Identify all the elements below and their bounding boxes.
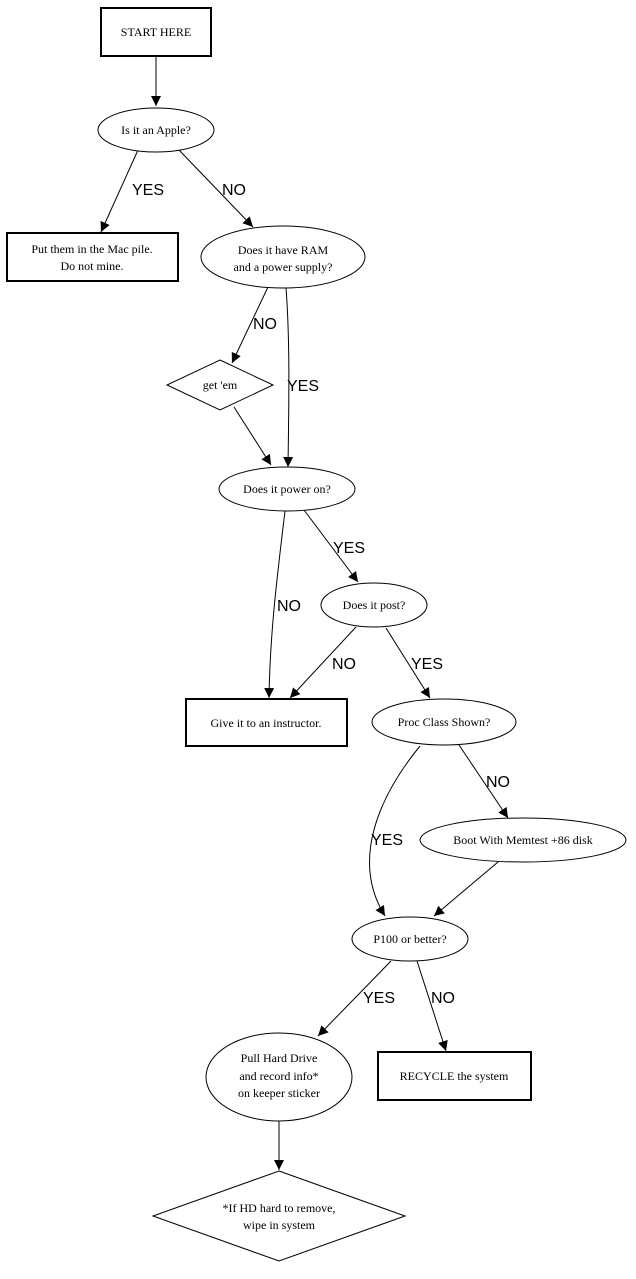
edges	[100, 57, 509, 1170]
edge-label-p100-yes: YES	[363, 990, 395, 1007]
edge-proc-to-memtest	[458, 744, 509, 819]
pull-hd-label-line-1: Pull Hard Drive	[241, 1051, 318, 1065]
post-label: Does it post?	[343, 598, 406, 612]
edge-post-to-proc	[385, 627, 431, 699]
ram-psu-label-line-1: Does it have RAM	[238, 243, 329, 257]
pull-hd-label-line-3: on keeper sticker	[238, 1086, 320, 1100]
nodes	[6, 7, 627, 1262]
node-is-apple-ellipse	[97, 107, 215, 153]
wipe-label-line-1: *If HD hard to remove,	[223, 1201, 336, 1215]
pull-hd-label-line-2: and record info*	[239, 1069, 318, 1083]
edge-label-post-no: NO	[332, 656, 356, 673]
edge-memtest-to-p100	[433, 861, 499, 917]
node-memtest-ellipse	[419, 817, 627, 863]
node-instructor-box	[185, 698, 348, 747]
node-pull-hd-ellipse	[205, 1032, 353, 1122]
edge-apple-to-mac-pile	[100, 149, 139, 233]
edge-p100-to-pullhd	[317, 960, 392, 1037]
edge-power-to-instructor	[264, 510, 286, 699]
memtest-label: Boot With Memtest +86 disk	[453, 833, 592, 847]
p100-label: P100 or better?	[373, 932, 446, 946]
edge-proc-to-p100	[369, 745, 421, 917]
edge-ram-to-getem	[231, 286, 269, 364]
edge-label-ram-no: NO	[253, 316, 277, 333]
node-post-ellipse	[320, 582, 428, 628]
edge-post-to-instructor	[289, 626, 357, 699]
ram-psu-label-line-2: and a power supply?	[234, 260, 333, 274]
node-mac-pile-box	[6, 232, 179, 282]
edge-apple-to-ram	[178, 149, 254, 228]
edge-p100-to-recycle	[416, 960, 448, 1052]
edge-label-proc-yes: YES	[371, 832, 403, 849]
edge-label-apple-no: NO	[222, 182, 246, 199]
recycle-label: RECYCLE the system	[400, 1069, 509, 1083]
node-power-on-ellipse	[218, 466, 356, 512]
edge-label-ram-yes: YES	[287, 378, 319, 395]
node-p100-ellipse	[351, 916, 469, 962]
edge-labels: YES NO NO YES YES NO NO YES NO YES YES N…	[132, 182, 510, 1007]
node-ram-psu-ellipse	[200, 225, 366, 289]
get-em-label: get 'em	[203, 378, 238, 392]
is-apple-label: Is it an Apple?	[121, 123, 191, 137]
node-recycle-box	[377, 1051, 532, 1101]
edge-getem-to-power	[233, 406, 272, 466]
edge-label-proc-no: NO	[486, 774, 510, 791]
node-labels: START HERE Is it an Apple? Put them in t…	[31, 25, 592, 1232]
mac-pile-label-line-2: Do not mine.	[61, 259, 124, 273]
edge-label-p100-no: NO	[431, 990, 455, 1007]
node-start-box	[100, 7, 212, 57]
edge-label-apple-yes: YES	[132, 182, 164, 199]
edge-power-to-post	[303, 509, 359, 583]
edge-label-power-yes: YES	[333, 540, 365, 557]
power-on-label: Does it power on?	[243, 482, 331, 496]
edge-label-power-no: NO	[277, 598, 301, 615]
mac-pile-label-line-1: Put them in the Mac pile.	[31, 242, 152, 256]
proc-class-label: Proc Class Shown?	[398, 715, 491, 729]
node-proc-class-ellipse	[371, 698, 517, 746]
node-wipe-diamond	[151, 1170, 407, 1262]
instructor-label: Give it to an instructor.	[211, 716, 322, 730]
wipe-label-line-2: wipe in system	[243, 1218, 316, 1232]
edge-label-post-yes: YES	[411, 656, 443, 673]
start-label: START HERE	[121, 25, 191, 39]
node-get-em-diamond	[165, 359, 275, 411]
edge-ram-to-power	[283, 287, 294, 468]
